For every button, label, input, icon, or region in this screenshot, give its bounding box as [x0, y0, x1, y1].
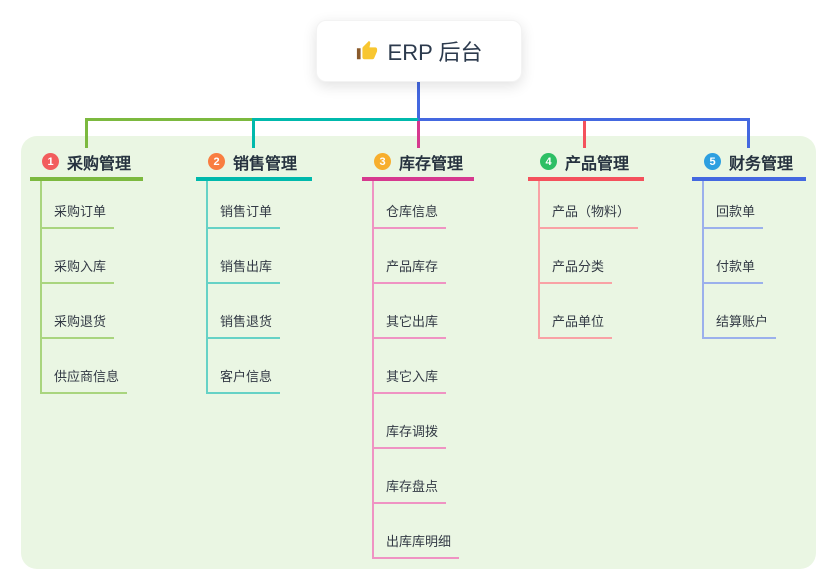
child-node-label: 产品单位 [540, 311, 613, 339]
child-node-label: 库存盘点 [374, 476, 447, 504]
child-node[interactable]: 采购订单 [42, 181, 143, 229]
branch-purchase: 1 采购管理 采购订单 采购入库 采购退货 供应商信息 [30, 146, 143, 394]
child-node[interactable]: 客户信息 [208, 339, 312, 394]
branch-inventory-children: 仓库信息 产品库存 其它出库 其它入库 库存调拨 库存盘点 出库库明细 [372, 181, 474, 559]
connector-drop-sales [252, 118, 255, 148]
connector-drop-finance [747, 118, 750, 148]
branch-finance-title[interactable]: 5 财务管理 [692, 146, 806, 181]
branch-finance-label: 财务管理 [729, 155, 794, 173]
branches-panel [21, 136, 816, 569]
child-node-label: 产品库存 [374, 256, 447, 284]
child-node-label: 采购退货 [42, 311, 115, 339]
branch-purchase-title[interactable]: 1 采购管理 [30, 146, 143, 181]
badge-1-icon: 1 [42, 153, 59, 170]
child-node[interactable]: 回款单 [704, 181, 806, 229]
child-node-label: 销售退货 [208, 311, 281, 339]
badge-2-icon: 2 [208, 153, 225, 170]
child-node[interactable]: 产品单位 [540, 284, 644, 339]
child-node[interactable]: 采购入库 [42, 229, 143, 284]
child-node[interactable]: 付款单 [704, 229, 806, 284]
child-node-label: 销售订单 [208, 201, 281, 229]
connector-drop-product [583, 121, 586, 148]
branch-sales-children: 销售订单 销售出库 销售退货 客户信息 [206, 181, 312, 394]
branch-finance: 5 财务管理 回款单 付款单 结算账户 [692, 146, 806, 339]
root-node-label: ERP 后台 [387, 40, 483, 65]
child-node[interactable]: 出库库明细 [374, 504, 474, 559]
branch-product: 4 产品管理 产品（物料） 产品分类 产品单位 [528, 146, 644, 339]
child-node-label: 供应商信息 [42, 366, 128, 394]
child-node[interactable]: 采购退货 [42, 284, 143, 339]
branch-sales: 2 销售管理 销售订单 销售出库 销售退货 客户信息 [196, 146, 312, 394]
child-node[interactable]: 产品分类 [540, 229, 644, 284]
child-node[interactable]: 销售订单 [208, 181, 312, 229]
connector-drop-purchase [85, 118, 88, 148]
branch-product-children: 产品（物料） 产品分类 产品单位 [538, 181, 644, 339]
child-node[interactable]: 库存调拨 [374, 394, 474, 449]
branch-purchase-children: 采购订单 采购入库 采购退货 供应商信息 [40, 181, 143, 394]
branch-inventory-label: 库存管理 [399, 155, 464, 173]
branch-finance-children: 回款单 付款单 结算账户 [702, 181, 806, 339]
child-node[interactable]: 库存盘点 [374, 449, 474, 504]
branch-product-label: 产品管理 [565, 155, 630, 173]
child-node-label: 回款单 [704, 201, 764, 229]
child-node-label: 其它出库 [374, 311, 447, 339]
connector-h-purchase [86, 118, 254, 121]
child-node-label: 客户信息 [208, 366, 281, 394]
child-node-label: 库存调拨 [374, 421, 447, 449]
child-node[interactable]: 产品（物料） [540, 181, 644, 229]
child-node-label: 其它入库 [374, 366, 447, 394]
child-node-label: 采购入库 [42, 256, 115, 284]
root-node[interactable]: ERP 后台 [316, 20, 522, 82]
badge-5-icon: 5 [704, 153, 721, 170]
child-node[interactable]: 供应商信息 [42, 339, 143, 394]
child-node[interactable]: 其它入库 [374, 339, 474, 394]
child-node-label: 付款单 [704, 256, 764, 284]
branch-inventory: 3 库存管理 仓库信息 产品库存 其它出库 其它入库 库存调拨 库存盘点 出库库… [362, 146, 474, 559]
child-node-label: 出库库明细 [374, 531, 460, 559]
child-node[interactable]: 结算账户 [704, 284, 806, 339]
connector-drop-inventory [417, 121, 420, 148]
badge-4-icon: 4 [540, 153, 557, 170]
connector-h-sales [254, 118, 418, 121]
branch-purchase-label: 采购管理 [67, 155, 132, 173]
child-node[interactable]: 其它出库 [374, 284, 474, 339]
branch-sales-title[interactable]: 2 销售管理 [196, 146, 312, 181]
thumbs-up-icon [356, 40, 377, 60]
child-node-label: 仓库信息 [374, 201, 447, 229]
child-node-label: 销售出库 [208, 256, 281, 284]
child-node-label: 结算账户 [704, 311, 777, 339]
child-node[interactable]: 销售出库 [208, 229, 312, 284]
connector-h-finance [418, 118, 750, 121]
child-node[interactable]: 仓库信息 [374, 181, 474, 229]
branch-inventory-title[interactable]: 3 库存管理 [362, 146, 474, 181]
child-node[interactable]: 产品库存 [374, 229, 474, 284]
child-node-label: 产品分类 [540, 256, 613, 284]
child-node[interactable]: 销售退货 [208, 284, 312, 339]
branch-product-title[interactable]: 4 产品管理 [528, 146, 644, 181]
badge-3-icon: 3 [374, 153, 391, 170]
root-stem-connector [417, 82, 420, 121]
branch-sales-label: 销售管理 [233, 155, 298, 173]
child-node-label: 采购订单 [42, 201, 115, 229]
child-node-label: 产品（物料） [540, 201, 639, 229]
